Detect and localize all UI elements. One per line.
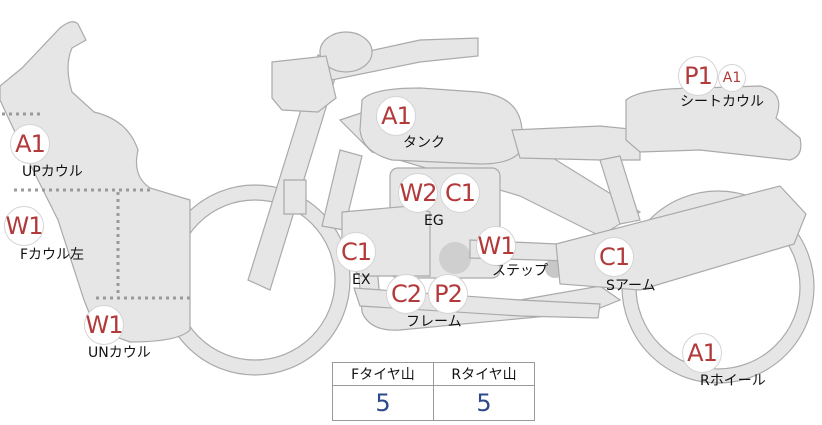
headlight [271, 55, 337, 113]
label-eg: EG [424, 213, 444, 229]
badge-seat-cowl-2: A1 [718, 64, 746, 92]
front-fairing [0, 21, 191, 343]
label-un-cowl: UNカウル [88, 345, 151, 361]
label-s-arm: Sアーム [606, 278, 656, 294]
badge-un-cowl: W1 [84, 305, 124, 345]
badge-step: W1 [476, 226, 516, 266]
label-step: ステップ [492, 263, 548, 279]
label-f-cowl-left: Fカウル左 [20, 247, 85, 263]
badge-seat-cowl-1: P1 [678, 56, 718, 96]
badge-eg-2: C1 [440, 173, 480, 213]
label-r-wheel: Rホイール [700, 373, 766, 389]
fork-upper [283, 179, 307, 215]
seat-cowl [625, 85, 802, 161]
front-tire-value: 5 [332, 385, 434, 421]
handlebar-clamp [319, 31, 373, 73]
label-ex: EX [352, 272, 371, 288]
rear-shock [599, 155, 641, 225]
badge-r-wheel: A1 [682, 333, 722, 373]
badge-frame-1: C2 [386, 274, 426, 314]
rear-tire-value: 5 [433, 385, 535, 421]
badge-up-cowl: A1 [10, 124, 50, 164]
tire-tread-table: Fタイヤ山 Rタイヤ山 5 5 [332, 362, 535, 421]
badge-tank: A1 [376, 96, 416, 136]
label-tank: タンク [403, 135, 445, 151]
rear-tire-header: Rタイヤ山 [433, 362, 535, 386]
badge-eg-1: W2 [398, 173, 438, 213]
seat [511, 125, 641, 161]
badge-s-arm: C1 [594, 237, 634, 277]
label-frame: フレーム [406, 314, 462, 330]
engine-sprocket [439, 242, 471, 274]
badge-f-cowl-left: W1 [4, 206, 44, 246]
label-seat-cowl: シートカウル [680, 94, 764, 110]
badge-ex: C1 [336, 232, 376, 272]
label-up-cowl: UPカウル [22, 164, 83, 180]
front-tire-header: Fタイヤ山 [332, 362, 434, 386]
badge-frame-2: P2 [428, 274, 468, 314]
